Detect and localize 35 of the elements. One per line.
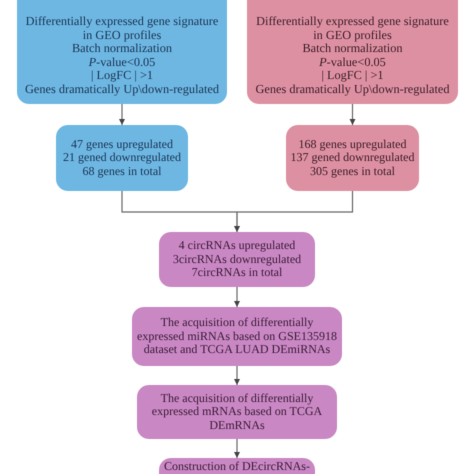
arrow: [350, 104, 356, 125]
box-text: The acquisition of differentially expressed miRNAs based on GSE135918 dataset and TCGA LUAD DEmiRNAs: [136, 316, 338, 357]
box-text: | LogFC | >1: [90, 69, 154, 82]
arrow: [119, 104, 125, 125]
box-text: P-value<0.05: [88, 56, 156, 69]
box-text: 68 genes in total: [82, 164, 162, 178]
arrow: [234, 366, 240, 385]
process-box: [159, 232, 315, 287]
box-text: Differentially expressed gene signature in GEO profiles: [24, 15, 220, 42]
box-text: 4 circRNAs upregulated: [178, 239, 296, 253]
process-box: [247, 0, 458, 104]
box-text: 137 gened downregulated: [290, 151, 414, 165]
box-text: Batch normalization: [302, 42, 403, 56]
process-box: [132, 307, 342, 366]
box-text: Genes dramatically Up\down-regulated: [256, 82, 450, 96]
box-text: | LogFC | >1: [321, 69, 384, 82]
process-box: [137, 385, 337, 439]
box-text: The acquisition of differentially expressed mRNAs based on TCGA DEmRNAs: [150, 392, 324, 432]
arrow: [234, 439, 240, 458]
arrow: [234, 191, 354, 232]
process-box: [56, 125, 188, 191]
box-text: Batch normalization: [72, 42, 172, 56]
box-text: Genes dramatically Up\down-regulated: [25, 82, 219, 96]
process-box: [17, 0, 227, 104]
box-text: P-value<0.05: [319, 56, 386, 69]
arrow: [234, 287, 240, 307]
process-box: [286, 125, 419, 191]
box-text: Differentially expressed gene signature in GEO profiles: [255, 15, 450, 42]
box-text: 47 genes upregulated: [71, 138, 173, 152]
box-text: 21 gened downregulated: [63, 151, 181, 165]
box-text: 168 genes upregulated: [298, 138, 406, 152]
box-text: 305 genes in total: [310, 164, 395, 178]
box-text: 3circRNAs downregulated: [172, 252, 302, 266]
box-text: Construction of DEcircRNAs-: [164, 460, 310, 474]
box-text: 7circRNAs in total: [192, 266, 282, 280]
